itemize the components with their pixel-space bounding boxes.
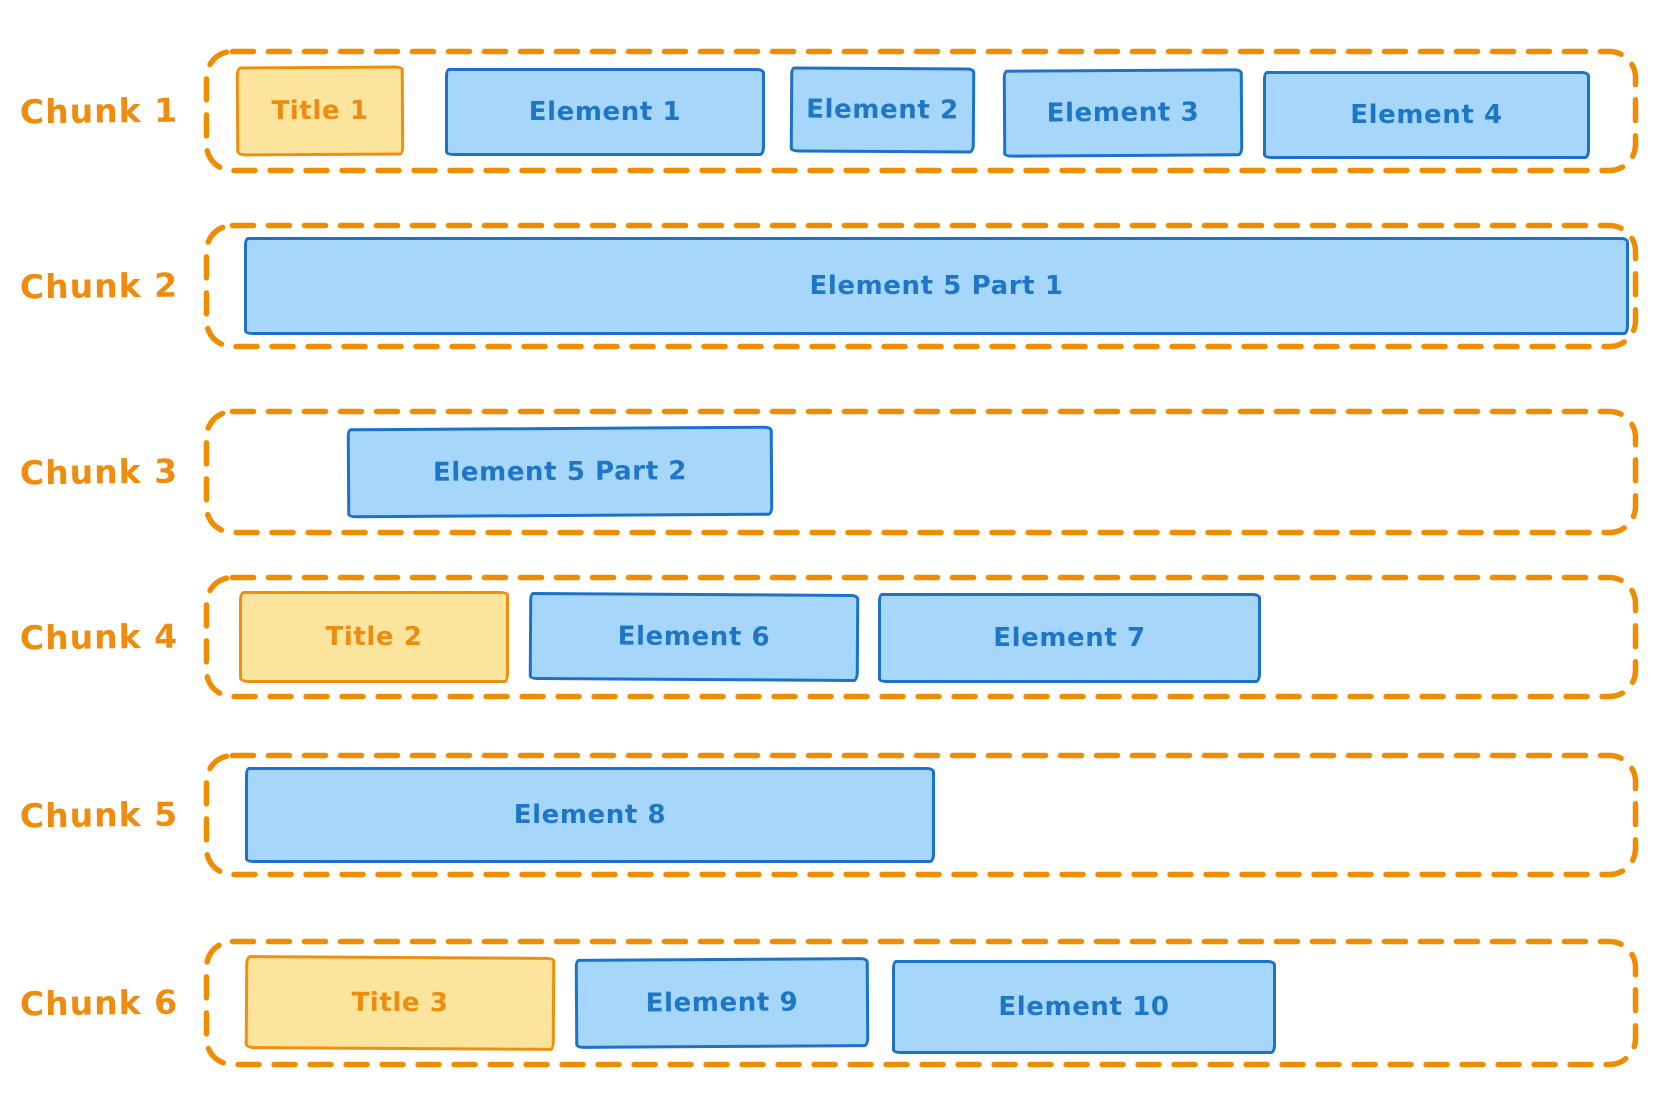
element-box: Element 10: [892, 960, 1276, 1054]
element-box: Element 5 Part 2: [346, 425, 774, 519]
chunk-5-dashed-border: [203, 752, 1639, 878]
chunk-row-1: Chunk 1 Title 1 Element 1 Element 2 Elem…: [0, 48, 1662, 174]
element-box-label: Element 7: [993, 623, 1146, 653]
element-box: Element 7: [878, 593, 1261, 683]
chunk-4-label: Chunk 4: [19, 616, 179, 658]
element-box-label: Element 6: [617, 621, 771, 653]
chunk-6-dashed-border: [203, 938, 1639, 1068]
element-box-label: Element 2: [806, 94, 959, 126]
chunk-row-5: Chunk 5 Element 8: [0, 752, 1662, 878]
chunk-4-dashed-border: [203, 574, 1639, 700]
title-box: Title 1: [235, 65, 405, 157]
chunk-4-container: Title 2 Element 6 Element 7: [203, 574, 1639, 700]
chunk-3-container: Element 5 Part 2: [203, 408, 1639, 536]
title-box: Title 2: [239, 591, 509, 683]
chunk-row-2: Chunk 2 Element 5 Part 1: [0, 222, 1662, 350]
element-box-label: Element 5 Part 2: [432, 456, 688, 488]
element-box: Element 8: [245, 767, 935, 863]
element-box-label: Element 1: [528, 97, 682, 127]
chunk-3-label: Chunk 3: [19, 451, 179, 493]
title-box-label: Title 2: [325, 622, 423, 652]
element-box-label: Element 5 Part 1: [809, 271, 1064, 301]
chunk-6-container: Title 3 Element 9 Element 10: [203, 938, 1639, 1068]
element-box-label: Element 4: [1350, 100, 1503, 130]
chunk-row-6: Chunk 6 Title 3 Element 9 Element 10: [0, 938, 1662, 1068]
chunk-2-label: Chunk 2: [19, 265, 179, 307]
element-box: Element 3: [1002, 68, 1244, 158]
title-box-label: Title 3: [351, 987, 449, 1019]
element-box-label: Element 3: [1046, 97, 1200, 129]
title-box-label: Title 1: [271, 95, 369, 127]
chunk-5-label: Chunk 5: [19, 794, 179, 836]
element-box-label: Element 10: [998, 992, 1170, 1022]
chunk-row-3: Chunk 3 Element 5 Part 2: [0, 408, 1662, 536]
chunk-6-label: Chunk 6: [19, 982, 179, 1024]
element-box: Element 4: [1263, 71, 1590, 159]
element-box: Element 9: [574, 957, 870, 1049]
title-box: Title 3: [244, 955, 556, 1051]
element-box: Element 2: [789, 66, 976, 154]
element-box: Element 5 Part 1: [244, 237, 1629, 335]
chunk-1-label: Chunk 1: [19, 90, 179, 132]
chunk-2-container: Element 5 Part 1: [203, 222, 1639, 350]
element-box: Element 1: [445, 68, 765, 156]
chunk-row-4: Chunk 4 Title 2 Element 6 Element 7: [0, 574, 1662, 700]
element-box-label: Element 9: [645, 987, 799, 1019]
element-box: Element 6: [528, 591, 860, 683]
chunk-1-container: Title 1 Element 1 Element 2 Element 3 El…: [203, 48, 1639, 174]
chunk-5-container: Element 8: [203, 752, 1639, 878]
chunk-3-dashed-border: [203, 408, 1639, 536]
chunk-2-dashed-border: [203, 222, 1639, 350]
chunk-1-dashed-border: [203, 48, 1639, 174]
element-box-label: Element 8: [513, 800, 667, 830]
